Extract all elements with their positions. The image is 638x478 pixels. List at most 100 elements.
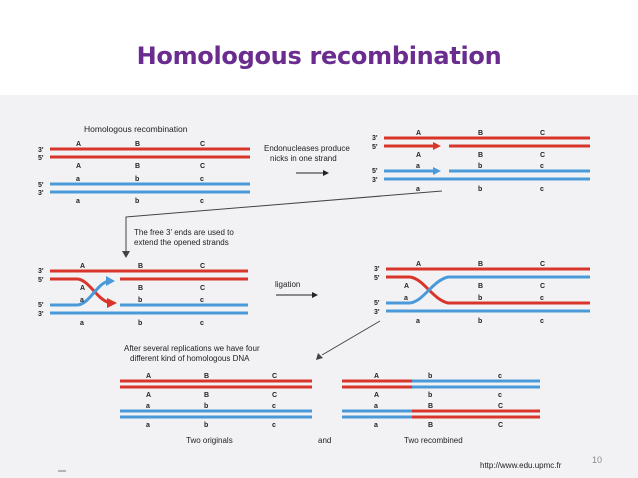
- allele-label: A: [404, 283, 409, 290]
- allele-label: a: [80, 297, 84, 304]
- allele-label: B: [478, 261, 483, 268]
- allele-label: C: [272, 392, 277, 399]
- blue-strand: [77, 279, 109, 307]
- blue-strand: [409, 275, 590, 305]
- step-label: After several replications we have four: [124, 344, 260, 353]
- arrow-head: [106, 276, 115, 286]
- allele-label: A: [374, 373, 379, 380]
- allele-label: c: [540, 163, 544, 170]
- allele-label: a: [374, 403, 378, 410]
- label-originals: Two originals: [186, 436, 233, 445]
- allele-label: c: [498, 373, 502, 380]
- allele-label: c: [540, 318, 544, 325]
- allele-label: a: [146, 403, 150, 410]
- allele-label: A: [76, 141, 81, 148]
- arrow-head: [433, 142, 441, 150]
- allele-label: A: [374, 392, 379, 399]
- allele-label: A: [80, 263, 85, 270]
- allele-label: B: [135, 163, 140, 170]
- end-label: 3': [38, 147, 44, 154]
- arrow-head: [122, 251, 130, 258]
- allele-label: C: [498, 422, 503, 429]
- allele-label: a: [404, 295, 408, 302]
- allele-label: B: [478, 283, 483, 290]
- connector-arrow: [321, 320, 381, 356]
- end-label: 5': [372, 168, 378, 175]
- allele-label: b: [138, 297, 142, 304]
- allele-label: C: [540, 283, 545, 290]
- allele-label: b: [204, 403, 208, 410]
- allele-label: c: [272, 422, 276, 429]
- arrow-head: [323, 170, 329, 176]
- end-label: 5': [374, 275, 380, 282]
- allele-label: c: [200, 198, 204, 205]
- end-label: 5': [38, 277, 44, 284]
- allele-label: b: [428, 392, 432, 399]
- arrow-head: [433, 167, 441, 175]
- step-label: nicks in one strand: [270, 154, 337, 163]
- label-recombined: Two recombined: [404, 436, 463, 445]
- allele-label: B: [478, 130, 483, 137]
- slide-title: Homologous recombination: [136, 42, 502, 70]
- allele-label: c: [272, 403, 276, 410]
- allele-label: a: [416, 163, 420, 170]
- source-url: http://www.edu.upmc.fr: [480, 461, 562, 470]
- allele-label: B: [135, 141, 140, 148]
- connector-arrow: [125, 190, 443, 253]
- allele-label: a: [416, 318, 420, 325]
- allele-label: b: [478, 318, 482, 325]
- allele-label: b: [478, 295, 482, 302]
- allele-label: b: [135, 176, 139, 183]
- allele-label: c: [540, 295, 544, 302]
- end-label: 3': [38, 311, 44, 318]
- end-label: 3': [38, 268, 44, 275]
- allele-label: b: [428, 373, 432, 380]
- allele-label: c: [200, 176, 204, 183]
- allele-label: A: [416, 130, 421, 137]
- allele-label: C: [540, 261, 545, 268]
- allele-label: C: [200, 163, 205, 170]
- step-label: extend the opened strands: [134, 238, 229, 247]
- end-label: 3': [372, 177, 378, 184]
- allele-label: B: [204, 392, 209, 399]
- red-strand: [409, 275, 590, 305]
- allele-label: B: [478, 152, 483, 159]
- allele-label: a: [76, 198, 80, 205]
- allele-label: b: [204, 422, 208, 429]
- allele-label: C: [540, 152, 545, 159]
- allele-label: a: [80, 320, 84, 327]
- allele-label: a: [374, 422, 378, 429]
- step-label: different kind of homologous DNA: [130, 354, 250, 363]
- end-label: 5': [38, 155, 44, 162]
- allele-label: C: [272, 373, 277, 380]
- allele-label: B: [428, 422, 433, 429]
- allele-label: A: [416, 261, 421, 268]
- step-label: The free 3' ends are used to: [134, 228, 234, 237]
- end-label: 5': [372, 144, 378, 151]
- allele-label: B: [138, 285, 143, 292]
- page-number: 10: [591, 455, 602, 465]
- allele-label: A: [80, 285, 85, 292]
- allele-label: B: [428, 403, 433, 410]
- end-label: 3': [372, 135, 378, 142]
- end-label: 3': [374, 309, 380, 316]
- allele-label: a: [416, 186, 420, 193]
- allele-label: B: [138, 263, 143, 270]
- allele-label: B: [204, 373, 209, 380]
- allele-label: A: [76, 163, 81, 170]
- allele-label: c: [200, 320, 204, 327]
- allele-label: C: [200, 263, 205, 270]
- allele-label: c: [540, 186, 544, 193]
- end-label: 3': [38, 190, 44, 197]
- caption-top: Homologous recombination: [84, 124, 188, 134]
- allele-label: C: [540, 130, 545, 137]
- allele-label: a: [76, 176, 80, 183]
- allele-label: b: [478, 186, 482, 193]
- allele-label: A: [146, 373, 151, 380]
- allele-label: b: [138, 320, 142, 327]
- label-and: and: [318, 436, 331, 445]
- allele-label: C: [498, 403, 503, 410]
- arrow-head: [312, 292, 318, 298]
- allele-label: A: [416, 152, 421, 159]
- allele-label: b: [478, 163, 482, 170]
